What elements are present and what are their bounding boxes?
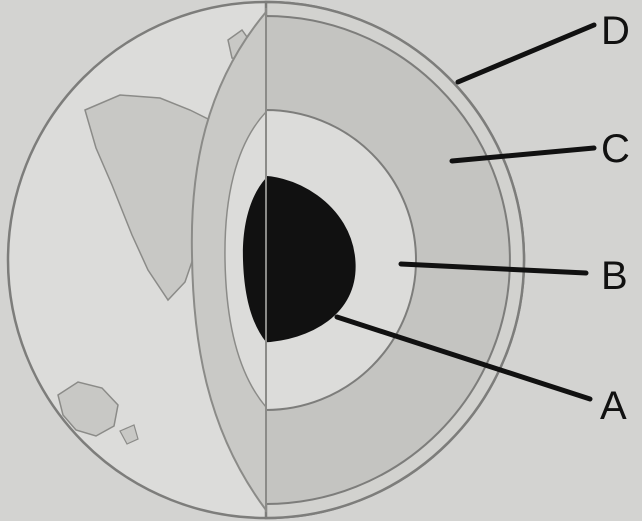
label-a: A: [600, 384, 627, 428]
label-b: B: [601, 254, 628, 298]
label-c: C: [601, 127, 630, 171]
label-d: D: [601, 9, 630, 53]
leader-line-d: [458, 25, 594, 82]
